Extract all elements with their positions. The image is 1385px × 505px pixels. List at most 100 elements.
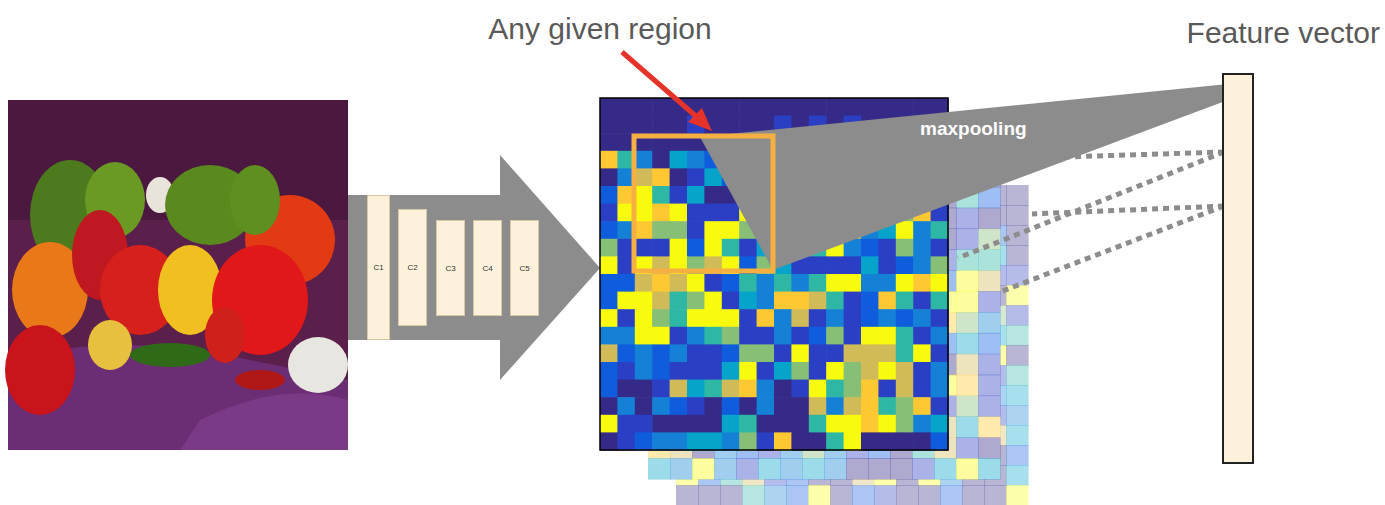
heatmap-cell bbox=[617, 274, 635, 292]
heatmap-cell bbox=[934, 458, 957, 480]
heatmap-cell bbox=[844, 98, 862, 116]
callout-label: Any given region bbox=[488, 12, 711, 46]
heatmap-cell bbox=[931, 397, 949, 415]
heatmap-cell bbox=[824, 396, 847, 418]
heatmap-cell bbox=[739, 292, 757, 310]
heatmap-cell bbox=[600, 168, 618, 186]
heatmap-cell bbox=[809, 344, 827, 362]
heatmap-cell bbox=[687, 186, 705, 204]
heatmap-cell bbox=[600, 204, 618, 222]
heatmap-cell bbox=[844, 397, 862, 415]
heatmap-cell bbox=[896, 362, 914, 380]
heatmap-cell bbox=[600, 344, 618, 362]
heatmap-cell bbox=[670, 380, 688, 398]
heatmap-cell bbox=[826, 415, 844, 433]
heatmap-cell bbox=[670, 309, 688, 327]
heatmap-cell bbox=[826, 380, 844, 398]
heatmap-cell bbox=[956, 312, 979, 334]
heatmap-cell bbox=[802, 458, 825, 480]
heatmap-cell bbox=[774, 344, 792, 362]
heatmap-cell bbox=[600, 432, 618, 450]
callout-arrowhead bbox=[688, 108, 712, 131]
heatmap-cell bbox=[940, 485, 963, 505]
heatmap-cell bbox=[846, 458, 869, 480]
heatmap-cell bbox=[896, 397, 914, 415]
heatmap-cell bbox=[826, 327, 844, 345]
heatmap-cell bbox=[704, 309, 722, 327]
dotted-links bbox=[958, 152, 1224, 292]
heatmap-cell bbox=[774, 397, 792, 415]
heatmap-cell bbox=[617, 432, 635, 450]
heatmap-cell bbox=[878, 397, 896, 415]
heatmap-cell bbox=[774, 274, 792, 292]
heatmap-cell bbox=[722, 274, 740, 292]
heatmap-cell bbox=[861, 344, 879, 362]
heatmap-cell bbox=[704, 327, 722, 345]
heatmap-cell bbox=[739, 274, 757, 292]
heatmap-cell bbox=[670, 362, 688, 380]
heatmap-cell bbox=[617, 292, 635, 310]
heatmap-cell bbox=[670, 432, 688, 450]
heatmap-cell bbox=[687, 204, 705, 222]
heatmap-cell bbox=[826, 362, 844, 380]
heatmap-cell bbox=[913, 256, 931, 274]
heatmap-cell bbox=[780, 458, 803, 480]
heatmap-cell bbox=[931, 432, 949, 450]
heatmap-cell bbox=[670, 458, 693, 480]
heatmap-cell bbox=[826, 344, 844, 362]
heatmap-cell bbox=[791, 327, 809, 345]
heatmap-cell bbox=[774, 415, 792, 433]
heatmap-cell bbox=[913, 309, 931, 327]
heatmap-cell bbox=[600, 116, 618, 134]
heatmap-cell bbox=[652, 186, 670, 204]
heatmap-cell bbox=[600, 292, 618, 310]
heatmap-cell bbox=[600, 98, 618, 116]
heatmap-cell bbox=[687, 432, 705, 450]
heatmap-cell bbox=[757, 432, 775, 450]
heatmap-cell bbox=[878, 292, 896, 310]
heatmap-cell bbox=[774, 292, 792, 310]
heatmap-cell bbox=[956, 375, 979, 397]
heatmap-cell bbox=[844, 256, 862, 274]
heatmap-cell bbox=[670, 327, 688, 345]
peppers-photo bbox=[5, 100, 348, 450]
heatmap-cell bbox=[704, 415, 722, 433]
heatmap-cell bbox=[878, 362, 896, 380]
heatmap-cell bbox=[670, 151, 688, 169]
heatmap-cell bbox=[913, 292, 931, 310]
heatmap-cell bbox=[808, 485, 831, 505]
heatmap-cell bbox=[652, 344, 670, 362]
heatmap-cell bbox=[809, 274, 827, 292]
heatmap-cell bbox=[896, 309, 914, 327]
heatmap-cell bbox=[931, 221, 949, 239]
heatmap-cell bbox=[826, 309, 844, 327]
heatmap-cell bbox=[984, 485, 1007, 505]
heatmap-cell bbox=[878, 309, 896, 327]
heatmap-cell bbox=[931, 309, 949, 327]
heatmap-cell bbox=[824, 458, 847, 480]
heatmap-cell bbox=[896, 221, 914, 239]
heatmap-cell bbox=[676, 485, 699, 505]
heatmap-cell bbox=[722, 327, 740, 345]
heatmap-cell bbox=[826, 256, 844, 274]
heatmap-cell bbox=[1006, 425, 1029, 446]
heatmap-cell bbox=[913, 327, 931, 345]
heatmap-cell bbox=[722, 397, 740, 415]
heatmap-cell bbox=[652, 432, 670, 450]
heatmap-cell bbox=[722, 239, 740, 257]
heatmap-cell bbox=[896, 432, 914, 450]
heatmap-cell bbox=[670, 186, 688, 204]
heatmap-cell bbox=[670, 239, 688, 257]
heatmap-cell bbox=[600, 380, 618, 398]
heatmap-cell bbox=[722, 292, 740, 310]
heatmap-cell bbox=[878, 256, 896, 274]
heatmap-cell bbox=[687, 397, 705, 415]
heatmap-cell bbox=[931, 362, 949, 380]
heatmap-cell bbox=[830, 485, 853, 505]
layer-label: C5 bbox=[519, 264, 529, 273]
heatmap-cell bbox=[896, 239, 914, 257]
heatmap-cell bbox=[1006, 465, 1029, 486]
heatmap-cell bbox=[617, 309, 635, 327]
heatmap-cell bbox=[704, 362, 722, 380]
heatmap-cell bbox=[978, 333, 1001, 355]
